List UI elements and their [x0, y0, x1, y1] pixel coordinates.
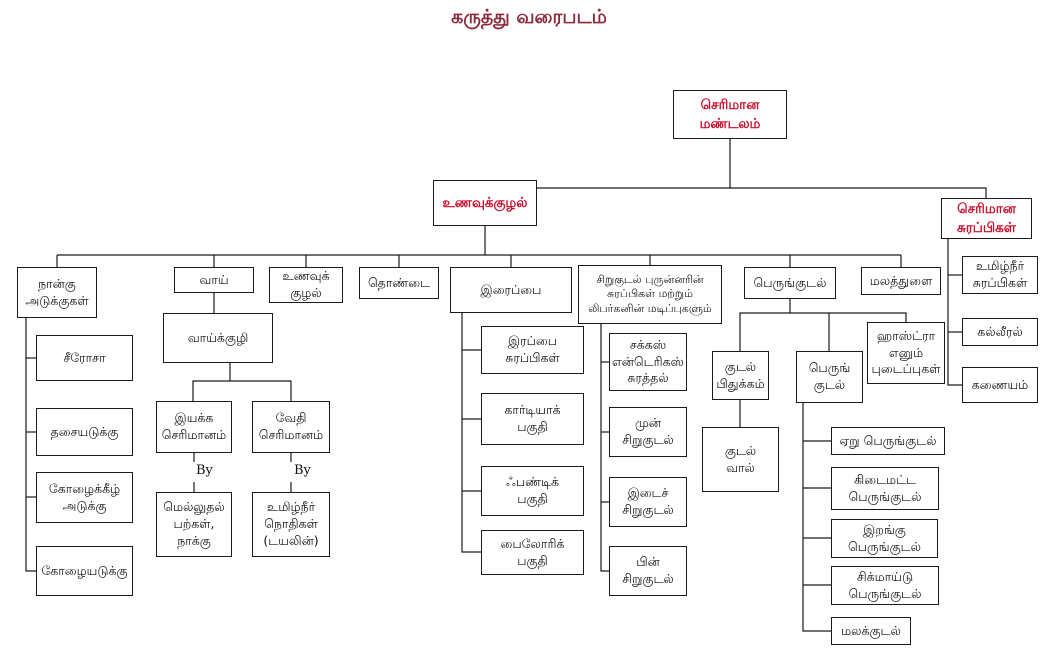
node-liver: கல்லீரல்: [962, 318, 1038, 346]
node-submucosa: கோழைக்கீழ் அடுக்கு: [36, 472, 133, 523]
node-salivary-glands: உமிழ்நீர் சுரப்பிகள்: [962, 256, 1038, 294]
node-descending-colon: இறங்கு பெருங்குடல்: [831, 519, 938, 558]
node-cardiac-region: கார்டியாக் பகுதி: [481, 393, 584, 445]
page-title: கருத்து வரைபடம்: [451, 6, 607, 28]
connector-line: [461, 313, 481, 553]
node-mucosa: கோழையடுக்கு: [36, 546, 133, 596]
node-sigmoid-colon: சிக்மாய்டு பெருங்குடல்: [831, 566, 939, 605]
connector-line: [600, 324, 609, 572]
node-pyloric-region: பைலோரிக் பகுதி: [481, 530, 584, 575]
node-four-layers: நான்கு அடுக்குகள்: [17, 267, 97, 318]
node-jejunum: இடைச் சிறுகுடல்: [609, 477, 687, 527]
node-succus-entericus: சக்கஸ் என்டெரிகஸ் சுரத்தல்: [609, 333, 687, 391]
node-serosa: சீரோசா: [36, 335, 133, 381]
node-appendix: குடல் வால்: [702, 427, 779, 492]
node-mouth: வாய்: [174, 267, 254, 293]
connector-line: [192, 380, 292, 401]
node-digestive-system: செரிமான மண்டலம்: [673, 90, 787, 139]
node-ascending-colon: ஏறு பெருங்குடல்: [831, 427, 945, 455]
node-small-intestine: சிறுகுடல் புருன்னரின் சுரப்பிகள் மற்றும்…: [578, 265, 722, 324]
node-ileum: பின் சிறுகுடல்: [609, 546, 687, 596]
node-haustra: ஹாஸ்ட்ரா எனும் புடைப்புகள்: [867, 322, 945, 384]
by-label: By: [196, 463, 213, 478]
node-teeth-tongue: மெல்லுதல் பற்கள், நாக்கு: [156, 492, 232, 557]
node-stomach: இரைப்பை: [450, 267, 572, 313]
node-pancreas: கணையம்: [962, 367, 1038, 403]
node-digestive-glands: செரிமான சுரப்பிகள்: [941, 198, 1032, 239]
node-muscularis: தசையடுக்கு: [36, 408, 133, 456]
connector-line: [947, 239, 962, 386]
node-fundic-region: ஃபண்டிக் பகுதி: [481, 466, 584, 516]
node-oral-cavity: வாய்க்குழி: [163, 313, 273, 363]
node-caecum: குடல் பிதுக்கம்: [712, 351, 769, 400]
connector-line: [25, 318, 36, 572]
connector-line: [537, 139, 731, 189]
node-transverse-colon: கிடைமட்ட பெருங்குடல்: [831, 467, 939, 510]
connector-line: [730, 187, 987, 198]
node-pharynx: தொண்டை: [359, 267, 439, 299]
node-rectum: மலக்குடல்: [831, 617, 911, 645]
connector-line: [739, 312, 907, 351]
node-colon: பெருங் குடல்: [796, 351, 863, 403]
connector-line: [802, 403, 831, 632]
node-mechanical-digestion: இயக்க செரிமானம்: [156, 401, 232, 453]
node-gastric-glands: இரப்பை சுரப்பிகள்: [481, 326, 584, 374]
node-esophagus: உணவுக் குழல்: [269, 267, 343, 303]
by-label: By: [294, 463, 311, 478]
node-large-intestine: பெருங்குடல்: [744, 267, 836, 299]
node-chemical-digestion: வேதி செரிமானம்: [252, 401, 330, 453]
node-anus: மலத்துளை: [861, 267, 941, 295]
node-salivary-enzymes: உமிழ்நீர் நொதிகள் (டயலின்): [252, 492, 330, 557]
node-duodenum: முன் சிறுகுடல்: [609, 407, 687, 457]
node-alimentary-canal: உணவுக்குழல்: [433, 180, 537, 226]
